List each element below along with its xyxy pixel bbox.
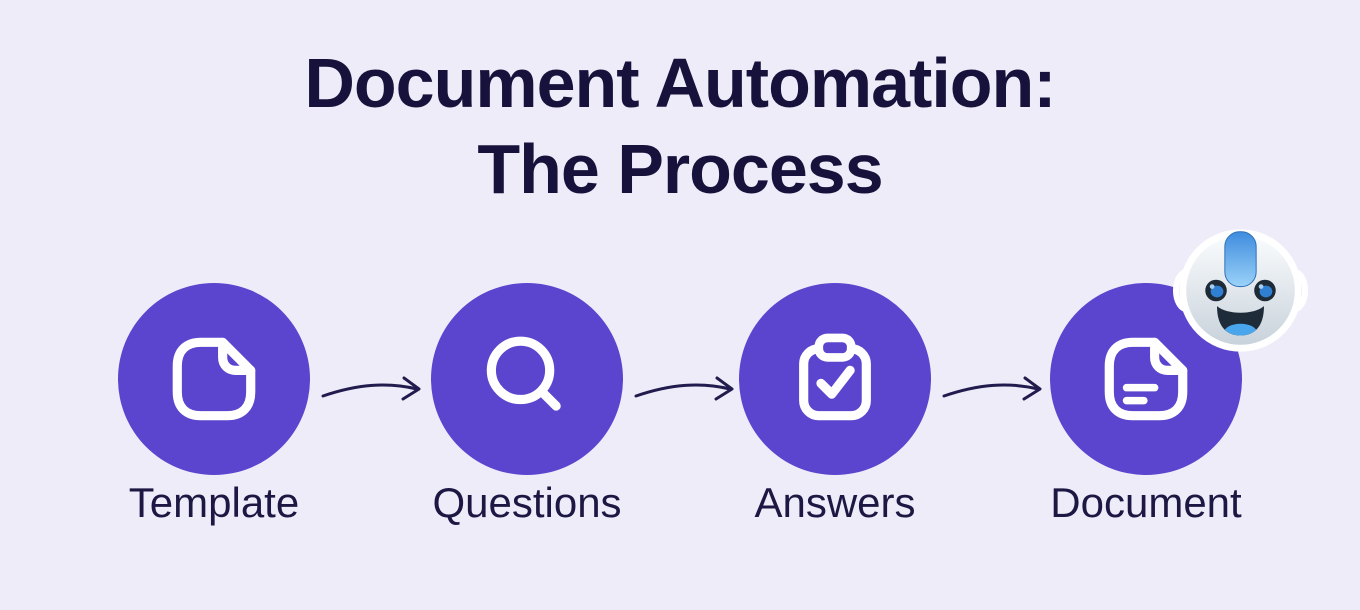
page-title: Document Automation: The Process — [0, 40, 1360, 212]
title-line-2: The Process — [477, 130, 883, 208]
robot-eye-left — [1205, 279, 1227, 302]
step-template: Template — [118, 283, 310, 526]
robot-eye-right — [1254, 279, 1276, 302]
step-questions: Questions — [431, 283, 623, 526]
magnifier-icon — [486, 336, 561, 411]
step-document: Document — [1050, 283, 1242, 526]
step-answers: Answers — [739, 283, 931, 526]
step-label-document: Document — [1050, 479, 1242, 526]
document-text-icon — [1104, 337, 1188, 421]
robot-head-emoji — [1172, 229, 1309, 352]
step-label-questions: Questions — [432, 479, 622, 526]
clipboard-check-icon — [799, 333, 871, 421]
step-label-template: Template — [128, 479, 300, 526]
flow-arrow-1 — [321, 376, 421, 401]
step-circle-questions — [431, 283, 623, 475]
step-circle-template — [118, 283, 310, 475]
title-line-1: Document Automation: — [304, 44, 1056, 122]
step-circle-answers — [739, 283, 931, 475]
step-label-answers: Answers — [754, 479, 916, 526]
robot-stripe — [1224, 231, 1257, 288]
file-blank-icon — [172, 337, 256, 421]
flow-arrow-2 — [634, 376, 734, 401]
flow-arrow-3 — [942, 376, 1042, 401]
robot-mouth — [1217, 306, 1264, 336]
